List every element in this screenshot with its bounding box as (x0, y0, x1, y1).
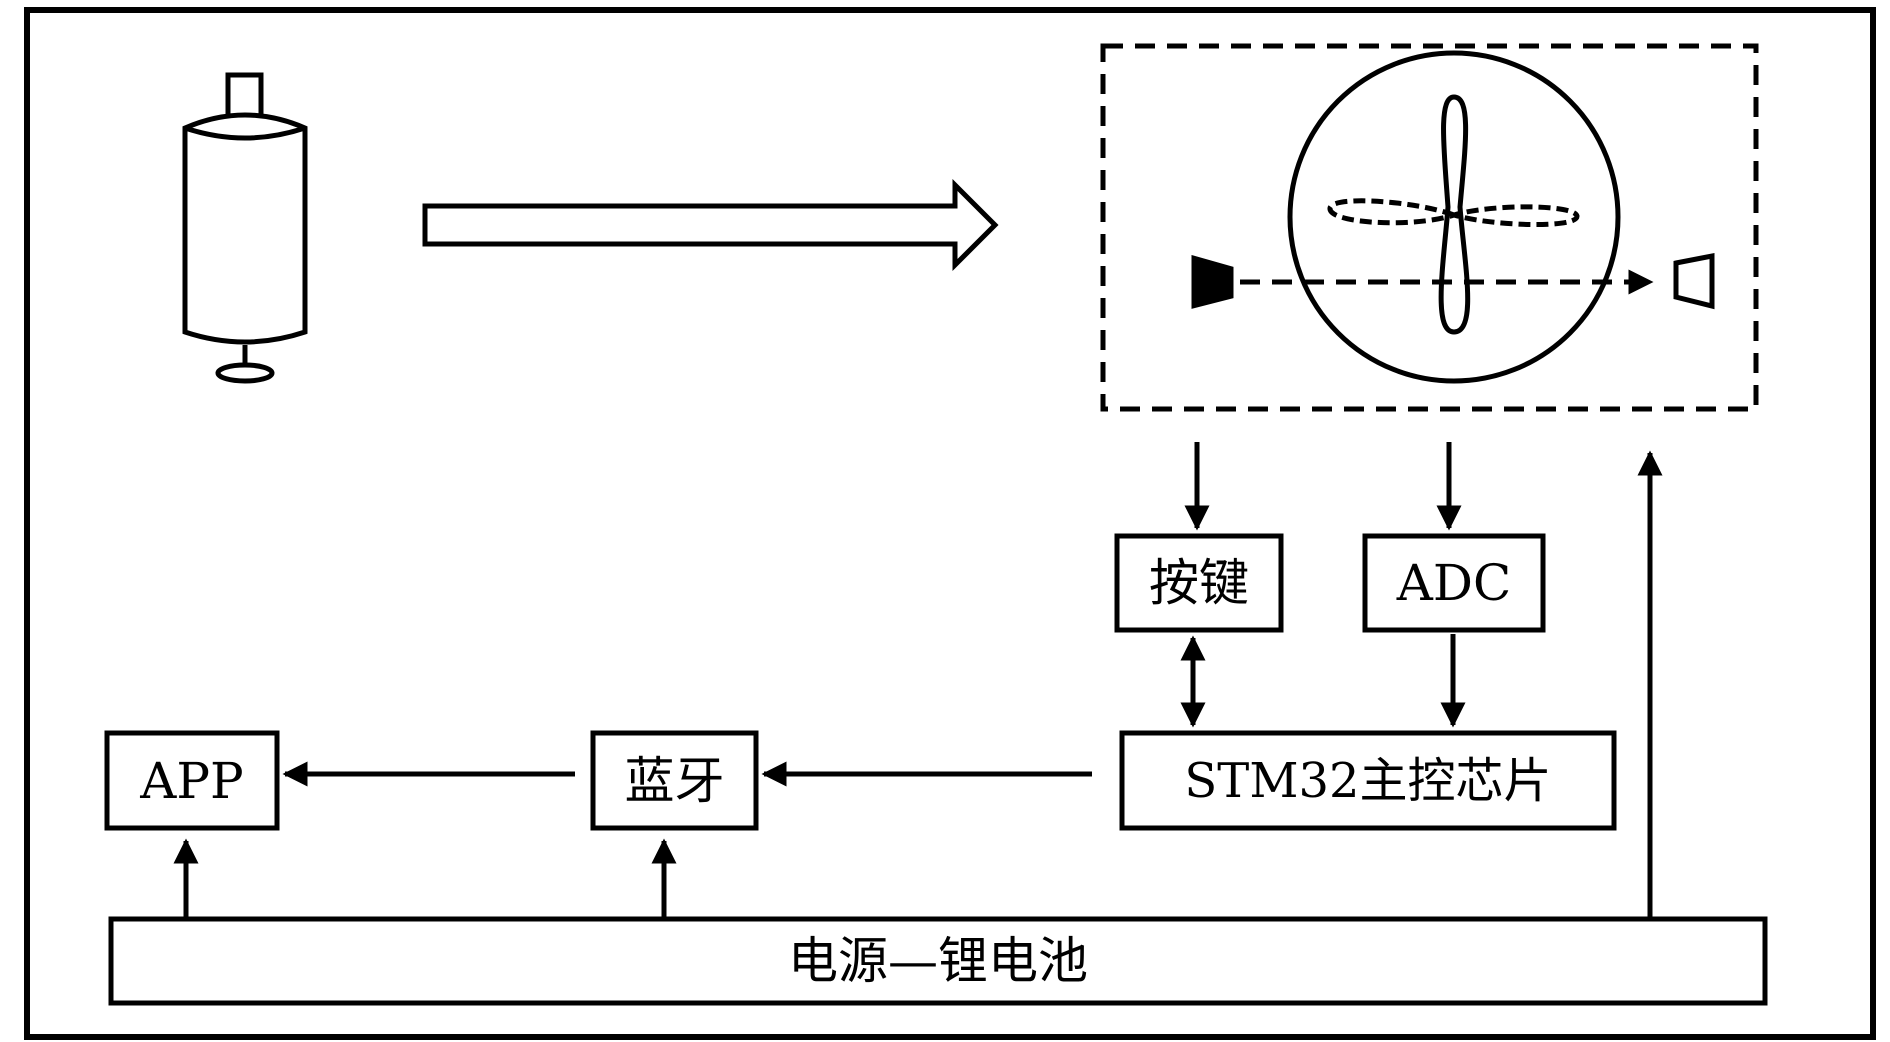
key-box (1114, 533, 1284, 633)
mcu-label: STM32主控芯片 (1184, 752, 1552, 809)
app-label: APP (140, 751, 244, 810)
cylinder-icon (182, 72, 308, 384)
rotor-housing-circle (1287, 50, 1621, 384)
key-label: 按键 (1149, 554, 1249, 612)
rotor-blade-vertical (1438, 94, 1471, 335)
power-box (108, 916, 1768, 1006)
outer-frame (24, 7, 1876, 1040)
light-receiver-icon (1673, 252, 1715, 310)
mcu-box (1119, 730, 1617, 831)
bluetooth-label: 蓝牙 (624, 751, 725, 810)
app-box (104, 730, 280, 831)
adc-label: ADC (1396, 554, 1512, 612)
rotor-blade-horizontal-dashed (1327, 198, 1580, 227)
connector-arrows (173, 442, 1663, 917)
bluetooth-box (590, 730, 759, 831)
adc-box (1362, 533, 1546, 633)
light-emitter-icon (1191, 255, 1234, 309)
power-label: 电源—锂电池 (788, 932, 1088, 990)
flow-arrow (422, 178, 999, 272)
sensor-module-dashed-box (1100, 43, 1759, 412)
